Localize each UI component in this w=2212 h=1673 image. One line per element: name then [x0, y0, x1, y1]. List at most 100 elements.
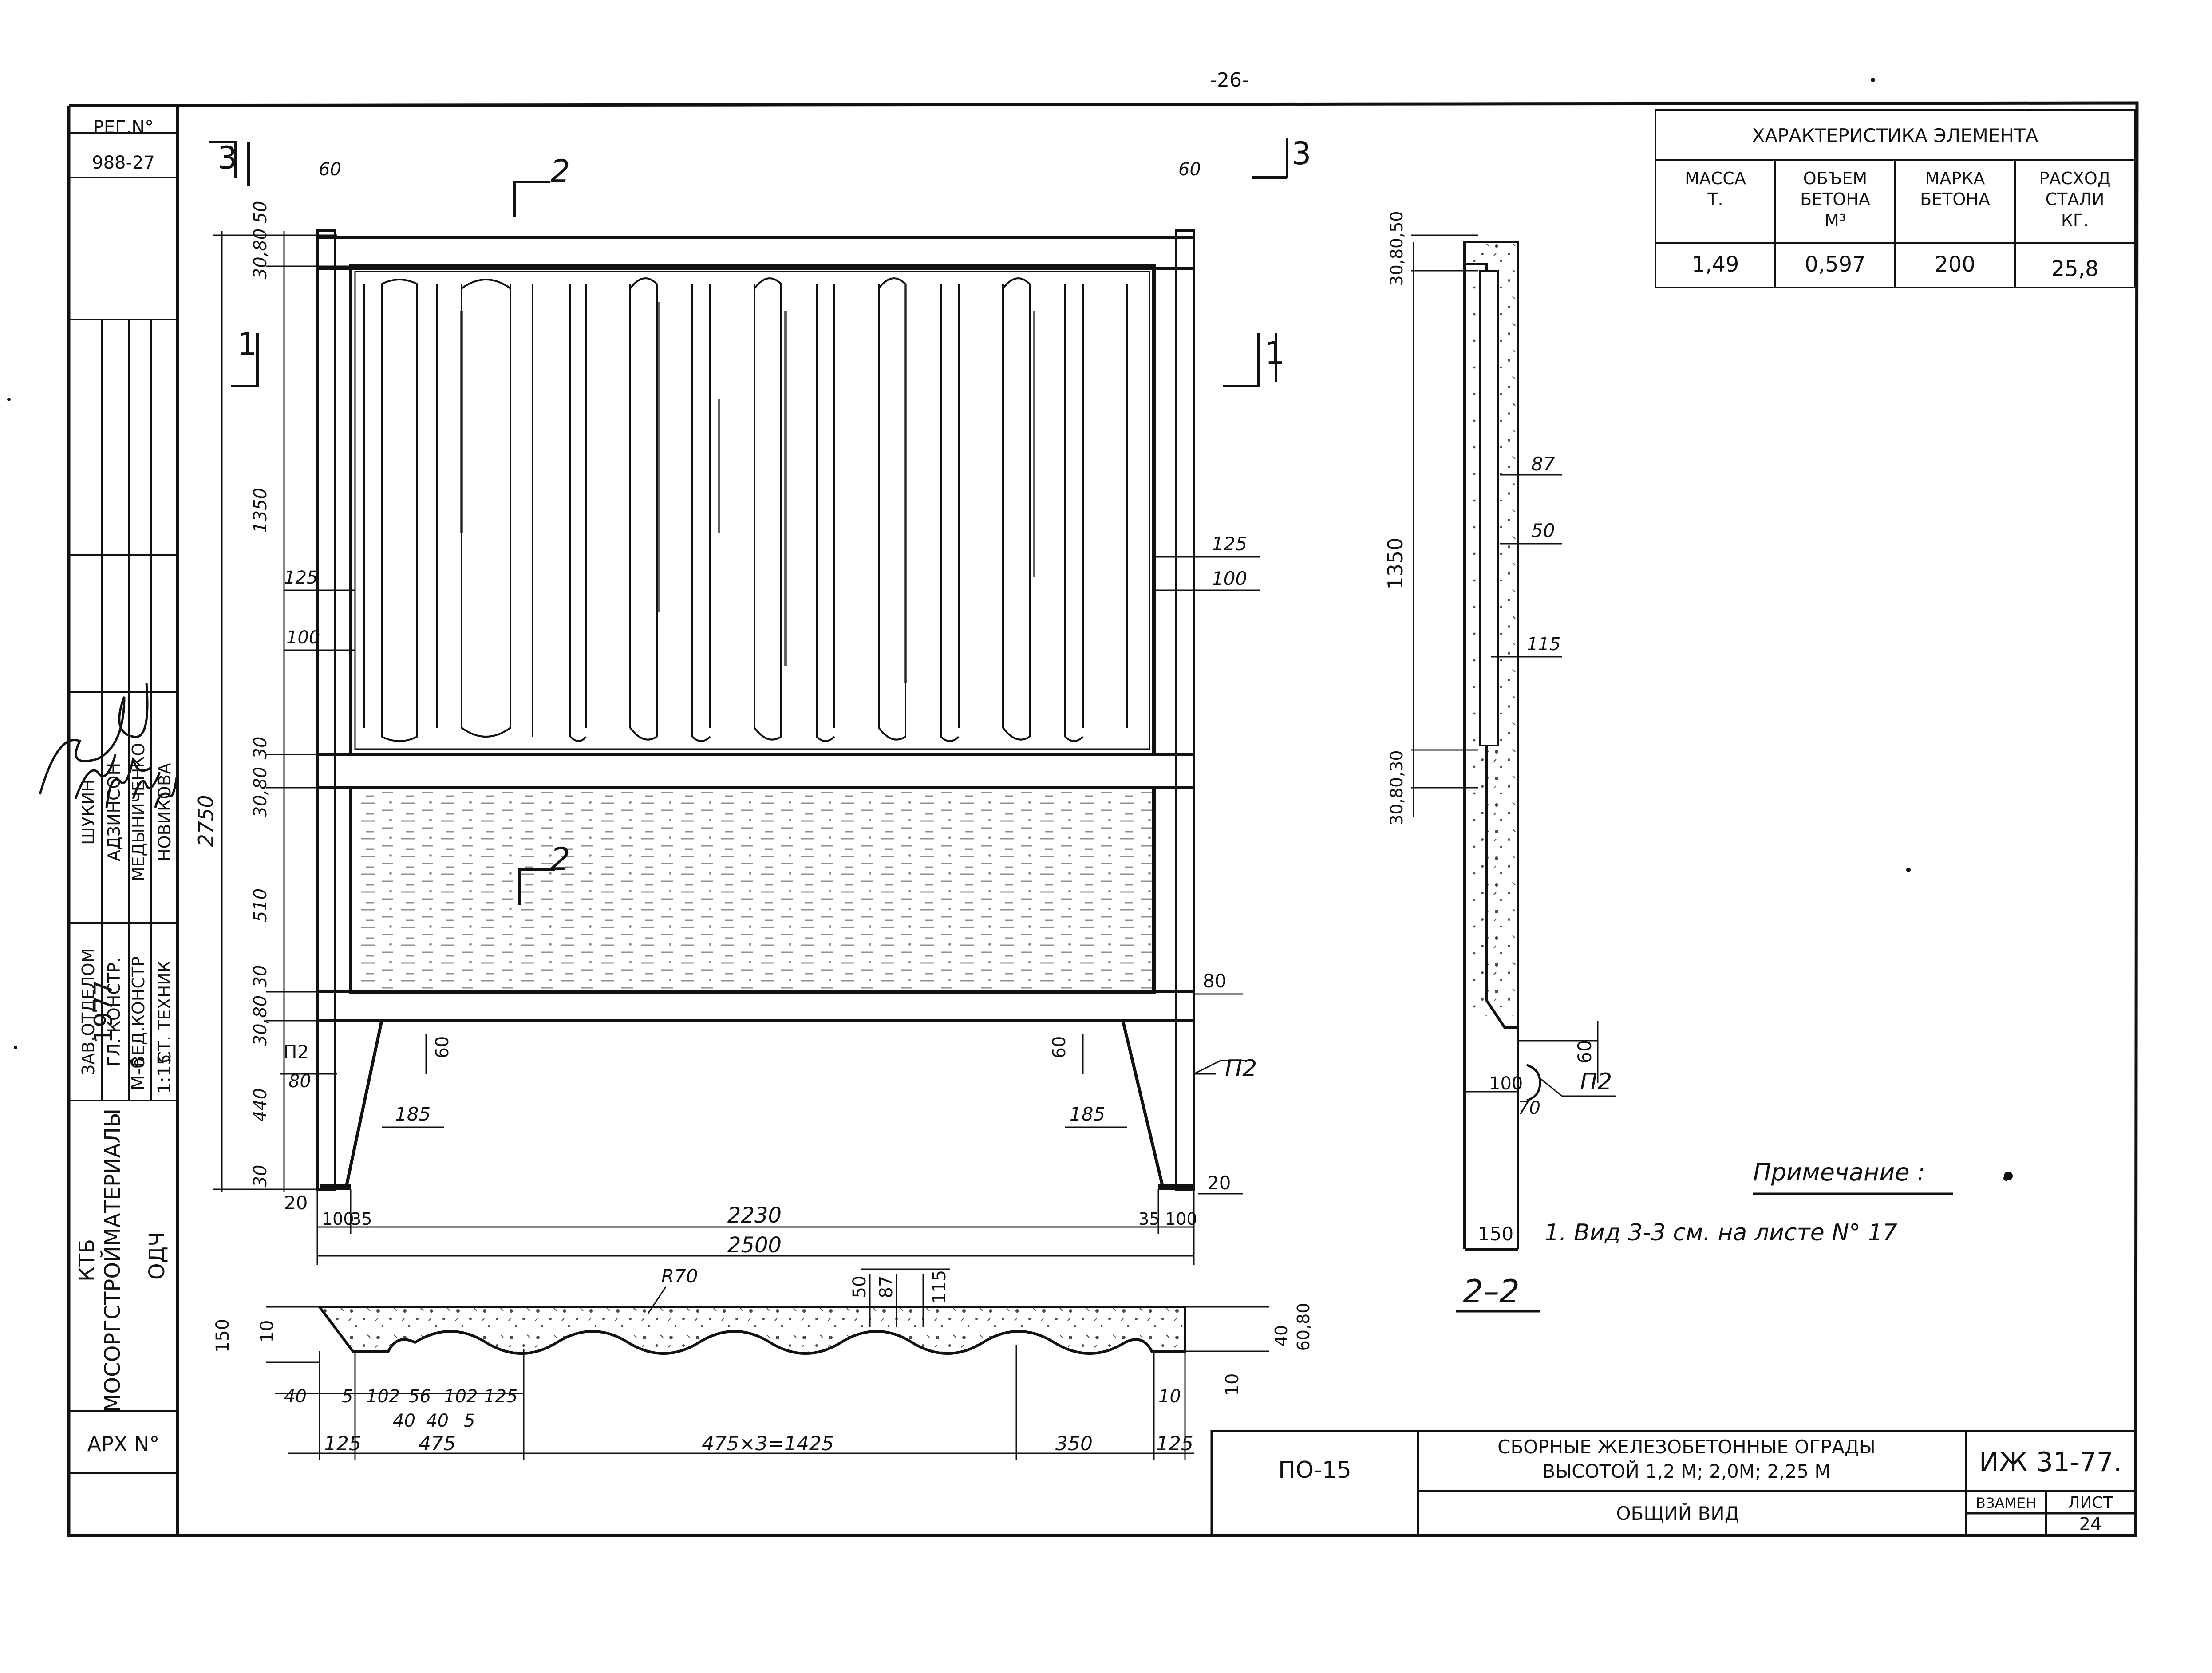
replace-label: ВЗАМЕН	[1976, 1495, 2036, 1511]
signatures	[39, 683, 179, 808]
dim-total-height: 2750	[194, 795, 218, 847]
side-dim-115: 115	[1527, 634, 1560, 655]
section-mark-1-right: 1	[1265, 335, 1285, 371]
scale-label: М-б	[128, 1057, 149, 1090]
plan-r1-56: 56	[408, 1386, 431, 1407]
drawing-code: ПО-15	[1278, 1457, 1351, 1484]
plan-r70: R70	[661, 1265, 698, 1287]
characteristics-values: 1,49 0,597 200 25,8	[1692, 252, 2099, 281]
plan-r1-102b: 102	[444, 1386, 478, 1407]
dim-60-top-right: 60	[1178, 159, 1201, 180]
characteristics-table	[1655, 109, 2136, 288]
hdr-grade-2: БЕТОНА	[1920, 189, 1990, 209]
dim-440: 440	[250, 1088, 271, 1122]
val-mass: 1,49	[1692, 252, 1739, 277]
note-title: Примечание :	[1753, 1158, 1925, 1186]
front-vertical-dims: 50 30,80 1350 125 100 30 30,80 510 30 30…	[194, 201, 320, 1188]
title-line-1: СБОРНЫЕ ЖЕЛЕЗОБЕТОННЫЕ ОГРАДЫ	[1497, 1436, 1876, 1458]
name-4: НОВИКОВА	[155, 763, 174, 861]
plan-dim-10-left: 10	[257, 1320, 277, 1343]
title-line-2: ВЫСОТОЙ 1,2 М; 2,0М; 2,25 М	[1542, 1460, 1830, 1482]
plan-r2-125-right: 125	[1156, 1432, 1193, 1455]
dim-185-right: 185	[1070, 1103, 1105, 1125]
dim-30-80-top: 30,80	[250, 229, 271, 280]
front-dimension-lines	[213, 231, 1260, 1265]
p2-right: П2	[1225, 1055, 1257, 1082]
section-mark-2-mid: 2	[550, 841, 570, 877]
dim-510: 510	[250, 888, 271, 922]
scan-specks	[7, 78, 2009, 1181]
left-strip	[69, 132, 178, 1474]
val-grade: 200	[1935, 252, 1975, 277]
side-dim-150: 150	[1478, 1223, 1513, 1245]
side-dim-mid: 30,80,30	[1387, 750, 1406, 825]
plan-r1b-40b: 40	[426, 1411, 449, 1431]
dim-30-80-low: 30,80	[250, 995, 271, 1046]
dim-125-left: 125	[284, 568, 318, 588]
dim-100-left: 100	[286, 627, 320, 648]
side-section	[1463, 241, 1541, 1251]
approval-rows: 1977 ЗАВ.ОТДЕЛОМ ГЛ. КОНСТР. ВЕД.КОНСТР …	[79, 743, 175, 1094]
plan-r2-350: 350	[1055, 1432, 1093, 1455]
dim-2230: 2230	[727, 1203, 782, 1228]
reg-label: РЕГ.N°	[93, 117, 154, 138]
dim-30-bottom: 30	[250, 1165, 271, 1188]
dim-185-left: 185	[395, 1103, 431, 1125]
section-mark-2-top: 2	[550, 153, 570, 189]
plan-r1-102a: 102	[366, 1386, 400, 1407]
dim-50-top: 50	[250, 201, 271, 224]
side-dim-70: 70	[1518, 1098, 1540, 1118]
plan-view	[317, 1306, 1186, 1355]
scale-value: 1:15	[154, 1054, 175, 1094]
org-line-1: КТБ	[75, 1239, 99, 1282]
org-dept: ОДЧ	[145, 1232, 170, 1280]
note-text: 1. Вид 3-3 см. на листе N° 17	[1544, 1219, 1897, 1246]
title-subtitle: ОБЩИЙ ВИД	[1616, 1502, 1739, 1524]
plan-dim-10-right: 10	[1222, 1373, 1243, 1396]
side-dim-87: 87	[1531, 453, 1555, 475]
hdr-vol-1: ОБЪЕМ	[1803, 169, 1867, 188]
dim-2500: 2500	[727, 1233, 782, 1258]
plan-r2-1425: 475×3=1425	[702, 1432, 834, 1455]
characteristics-title: ХАРАКТЕРИСТИКА ЭЛЕМЕНТА	[1752, 125, 2038, 146]
val-steel: 25,8	[2051, 256, 2099, 281]
dim-35-bottom-right: 35	[1138, 1209, 1160, 1229]
hdr-steel-2: СТАЛИ	[2046, 189, 2105, 209]
hdr-mass-2: Т.	[1707, 189, 1723, 209]
sheet-label: ЛИСТ	[2068, 1494, 2113, 1512]
section-markers	[209, 138, 1288, 905]
plan-r2-125-left: 125	[324, 1432, 361, 1455]
dim-35-bottom-left: 35	[351, 1209, 372, 1229]
dim-30-mid: 30	[250, 737, 271, 759]
arch-label: АРХ N°	[87, 1432, 160, 1456]
plan-dim-150: 150	[213, 1319, 233, 1353]
section-2-2-title: 2–2	[1463, 1273, 1520, 1310]
section-mark-3-right: 3	[1292, 135, 1311, 172]
plan-top-87: 87	[876, 1276, 897, 1298]
section-mark-3-left: 3	[217, 140, 237, 176]
panel-flutes	[363, 277, 1128, 742]
dim-20-left: 20	[284, 1192, 308, 1214]
hdr-vol-3: М³	[1825, 211, 1846, 230]
plan-r1-5: 5	[342, 1386, 353, 1407]
dim-80-left: 80	[288, 1071, 311, 1092]
side-dim-60: 60	[1574, 1040, 1596, 1063]
page-number: -26-	[1210, 69, 1249, 91]
document-number: ИЖ 31-77.	[1979, 1447, 2122, 1478]
side-p2: П2	[1580, 1069, 1612, 1095]
plan-dim-60-80: 60,80	[1294, 1303, 1313, 1351]
title-block	[1210, 1430, 2137, 1537]
plan-top-115: 115	[929, 1270, 950, 1304]
role-3: ВЕД.КОНСТР	[129, 956, 148, 1067]
side-dim-50: 50	[1531, 520, 1555, 541]
plan-r1b-40a: 40	[393, 1411, 415, 1431]
dim-leg-60-left: 60	[432, 1036, 453, 1059]
dim-100-right: 100	[1212, 568, 1247, 589]
role-2: ГЛ. КОНСТР.	[104, 957, 124, 1066]
approval-year: 1977	[89, 980, 118, 1044]
hdr-vol-2: БЕТОНА	[1800, 189, 1870, 209]
plan-row2-dims: 125 475 475×3=1425 350 125	[324, 1432, 1193, 1455]
hdr-steel-3: КГ.	[2061, 211, 2089, 230]
